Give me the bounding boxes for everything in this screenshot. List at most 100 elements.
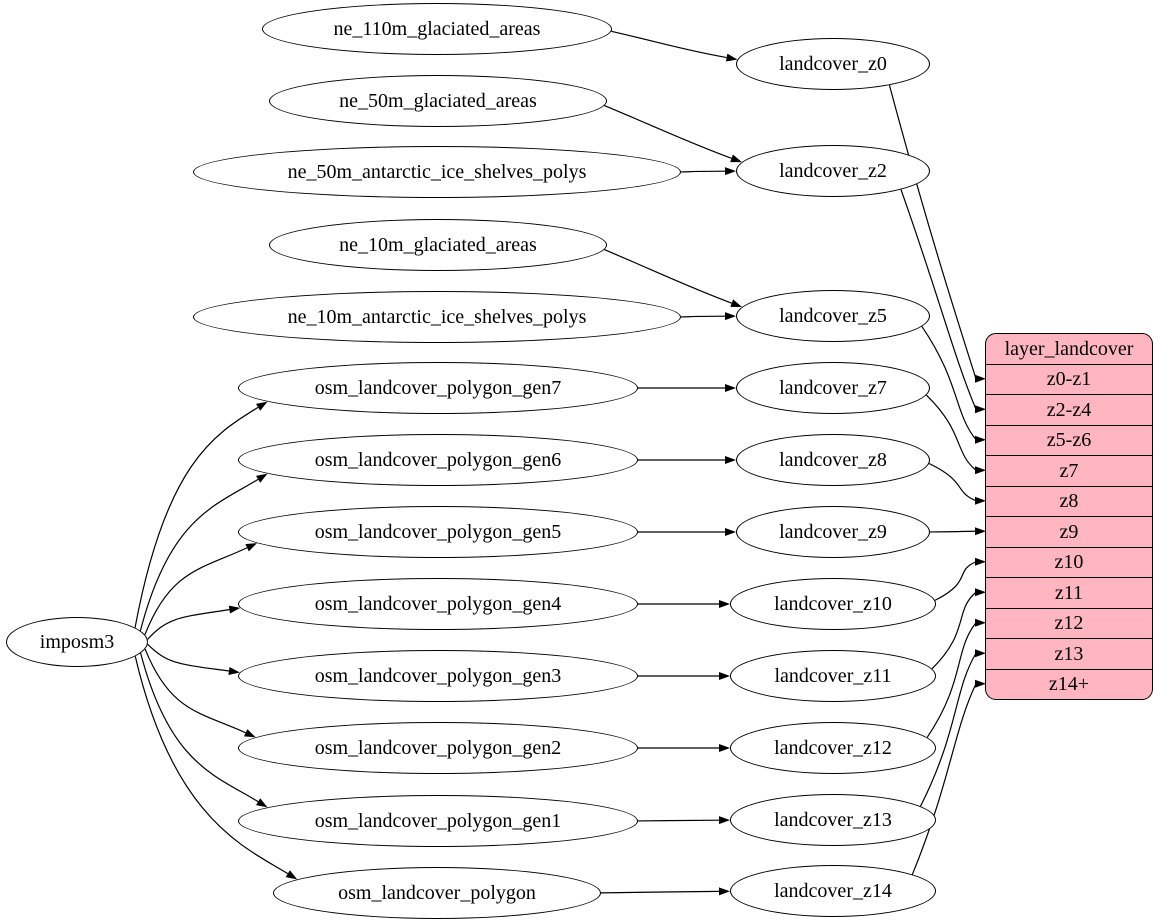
node-label: ne_110m_glaciated_areas xyxy=(333,18,541,40)
node-landcover-z0: landcover_z0 xyxy=(736,38,930,90)
edge-line xyxy=(144,648,246,734)
edge-line xyxy=(929,530,977,533)
node-label: ne_10m_glaciated_areas xyxy=(339,234,537,256)
edge-line xyxy=(147,643,230,672)
table-title: layer_landcover xyxy=(1004,337,1134,360)
node-osm-landcover-polygon-gen6: osm_landcover_polygon_gen6 xyxy=(238,434,638,486)
arrowhead xyxy=(718,887,731,896)
edge-line xyxy=(604,104,732,159)
node-label: landcover_z9 xyxy=(779,521,887,543)
node-osm-landcover-polygon-gen5: osm_landcover_polygon_gen5 xyxy=(238,506,638,558)
node-label: osm_landcover_polygon xyxy=(338,882,536,904)
node-osm-landcover-polygon-gen1: osm_landcover_polygon_gen1 xyxy=(238,795,638,847)
node-landcover-z11: landcover_z11 xyxy=(730,650,936,702)
table-row: z9 xyxy=(986,516,1152,547)
node-label: osm_landcover_polygon_gen5 xyxy=(314,521,562,543)
arrowhead xyxy=(725,456,736,464)
table-row: z14+ xyxy=(986,668,1152,700)
table-row: z12 xyxy=(986,607,1152,639)
edge-line xyxy=(680,170,726,173)
node-landcover-z9: landcover_z9 xyxy=(736,506,930,558)
node-landcover-z5: landcover_z5 xyxy=(736,290,930,342)
node-label: osm_landcover_polygon_gen4 xyxy=(314,593,562,615)
node-ne-50m-antarctic-ice-shelves-polys: ne_50m_antarctic_ice_shelves_polys xyxy=(193,146,681,198)
node-landcover-z12: landcover_z12 xyxy=(730,722,936,774)
node-label: landcover_z12 xyxy=(774,737,892,759)
node-ne-50m-glaciated-areas: ne_50m_glaciated_areas xyxy=(269,75,607,127)
table-row: z7 xyxy=(986,455,1152,486)
arrowhead xyxy=(725,528,736,536)
arrowhead xyxy=(975,618,986,627)
arrowhead xyxy=(975,679,986,688)
node-label: osm_landcover_polygon_gen7 xyxy=(314,377,562,399)
edge-line xyxy=(600,890,720,894)
arrowhead xyxy=(975,649,986,658)
node-osm-landcover-polygon-gen2: osm_landcover_polygon_gen2 xyxy=(238,722,638,774)
arrowhead xyxy=(285,870,298,880)
edge-line xyxy=(144,547,248,635)
node-label: landcover_z14 xyxy=(774,880,892,902)
edge-line xyxy=(921,326,977,441)
arrowhead xyxy=(975,588,986,597)
table-row: z5-z6 xyxy=(986,424,1152,456)
edge-line xyxy=(925,394,977,471)
edge-line xyxy=(926,622,977,738)
node-ne-110m-glaciated-areas: ne_110m_glaciated_areas xyxy=(262,3,612,55)
node-label: ne_50m_antarctic_ice_shelves_polys xyxy=(287,161,587,183)
node-label: landcover_z8 xyxy=(779,449,887,471)
edge-line xyxy=(637,819,720,822)
node-label: landcover_z2 xyxy=(779,160,887,182)
node-landcover-z10: landcover_z10 xyxy=(730,578,936,630)
arrowhead xyxy=(245,543,258,552)
edge-line xyxy=(888,84,977,379)
edge-line xyxy=(134,656,289,875)
edge-line xyxy=(900,189,977,410)
node-label: landcover_z7 xyxy=(779,377,887,399)
node-landcover-z7: landcover_z7 xyxy=(736,362,930,414)
node-landcover-z13: landcover_z13 xyxy=(730,794,936,846)
arrowhead xyxy=(718,816,731,825)
edge-line xyxy=(604,249,732,304)
arrowhead xyxy=(725,53,738,62)
edge-line xyxy=(139,478,259,631)
table-row: z0-z1 xyxy=(986,363,1152,395)
edge-line xyxy=(140,652,259,803)
arrowhead xyxy=(975,405,986,414)
edge-line xyxy=(934,561,977,601)
arrowhead xyxy=(724,312,737,321)
layer-landcover-table: layer_landcover z0-z1 z2-z4 z5-z6 z7 z8 … xyxy=(985,333,1153,700)
node-landcover-z8: landcover_z8 xyxy=(736,434,930,486)
node-landcover-z2: landcover_z2 xyxy=(736,145,930,197)
node-label: ne_50m_glaciated_areas xyxy=(339,90,537,112)
table-row: z8 xyxy=(986,485,1152,517)
edge-line xyxy=(919,652,977,807)
node-osm-landcover-polygon-gen4: osm_landcover_polygon_gen4 xyxy=(238,578,638,630)
node-label: osm_landcover_polygon_gen6 xyxy=(314,449,562,471)
edge-line xyxy=(911,683,977,875)
table-row: z13 xyxy=(986,638,1152,669)
arrowhead xyxy=(724,167,737,176)
node-osm-landcover-polygon: osm_landcover_polygon xyxy=(273,867,601,919)
node-label: osm_landcover_polygon_gen1 xyxy=(314,810,562,832)
edge-line xyxy=(928,462,977,502)
table-row: z10 xyxy=(986,546,1152,578)
node-imposm3: imposm3 xyxy=(6,617,148,667)
arrowhead xyxy=(975,435,986,444)
node-label: ne_10m_antarctic_ice_shelves_polys xyxy=(287,306,587,328)
arrowhead xyxy=(228,667,240,675)
edge-line xyxy=(134,406,259,628)
table-row: z2-z4 xyxy=(986,394,1152,425)
arrowhead xyxy=(975,496,986,505)
table-row: z11 xyxy=(986,577,1152,608)
arrowhead xyxy=(730,299,743,307)
node-osm-landcover-polygon-gen7: osm_landcover_polygon_gen7 xyxy=(238,362,638,414)
node-label: landcover_z11 xyxy=(774,665,892,687)
edge-line xyxy=(611,30,727,59)
arrowhead xyxy=(256,798,268,808)
node-label: osm_landcover_polygon_gen3 xyxy=(314,665,562,687)
node-label: landcover_z13 xyxy=(774,809,892,831)
node-label: imposm3 xyxy=(39,631,115,653)
node-label: osm_landcover_polygon_gen2 xyxy=(314,737,562,759)
node-ne-10m-antarctic-ice-shelves-polys: ne_10m_antarctic_ice_shelves_polys xyxy=(193,291,681,343)
